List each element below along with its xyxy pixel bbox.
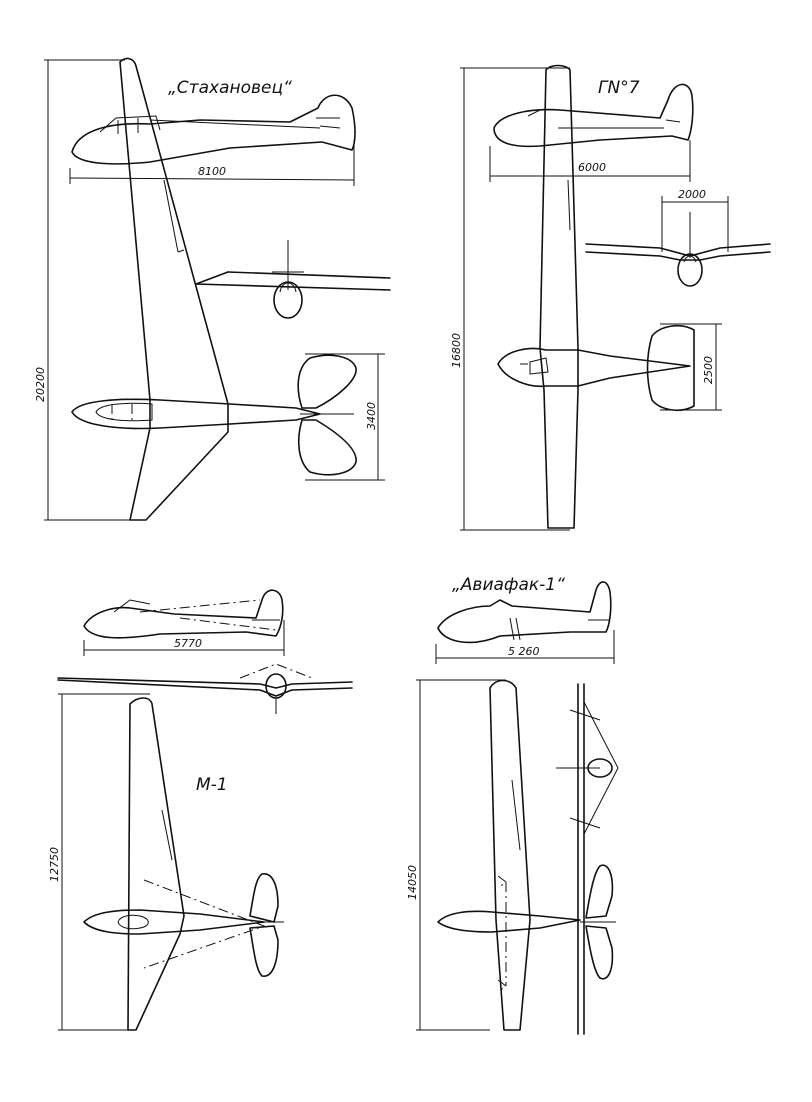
aviafak1-plan-view <box>437 679 616 1031</box>
m1-length-label: 5770 <box>174 637 202 650</box>
gn7-front-view <box>585 212 771 287</box>
aviafak1-span-label: 14050 <box>406 865 419 900</box>
gn7-title: ГN°7 <box>598 78 640 98</box>
m1-title: M-1 <box>196 775 228 795</box>
stakhanovets-plan-view <box>71 57 357 521</box>
m1-span-label: 12750 <box>48 847 61 882</box>
aviafak1-title: „Авиафак-1“ <box>452 575 565 595</box>
gn7-tail-span-label: 2500 <box>702 356 715 384</box>
stakhanovets-tail-span-label: 3400 <box>365 402 378 430</box>
stakhanovets-side-view <box>71 94 356 165</box>
aviafak1-side-view <box>437 581 612 644</box>
m1-plan-view <box>83 697 284 1031</box>
gn7-drawing: 16800 6000 ГN°7 2000 <box>450 64 771 531</box>
aviafak1-length-label: 5 260 <box>508 645 540 658</box>
m1-side-view <box>83 589 284 639</box>
aviafak1-drawing: „Авиафак-1“ 5 260 14050 <box>406 575 619 1035</box>
stakhanovets-length-label: 8100 <box>198 165 226 178</box>
stakhanovets-title: „Стахановец“ <box>168 78 292 98</box>
gn7-plan-view <box>497 64 695 529</box>
gn7-length-label: 6000 <box>578 161 606 174</box>
gn7-side-view <box>493 83 694 148</box>
stakhanovets-drawing: 20200 8100 „Стахановец“ <box>34 57 391 521</box>
stakhanovets-front-view <box>195 240 391 319</box>
gn7-span-label: 16800 <box>450 333 463 368</box>
aviafak1-front-view <box>556 683 619 1035</box>
gn7-fuselage-width-label: 2000 <box>678 188 706 201</box>
m1-front-view <box>57 663 353 714</box>
m1-drawing: 5770 12750 M-1 <box>48 589 353 1031</box>
stakhanovets-span-label: 20200 <box>34 367 47 402</box>
